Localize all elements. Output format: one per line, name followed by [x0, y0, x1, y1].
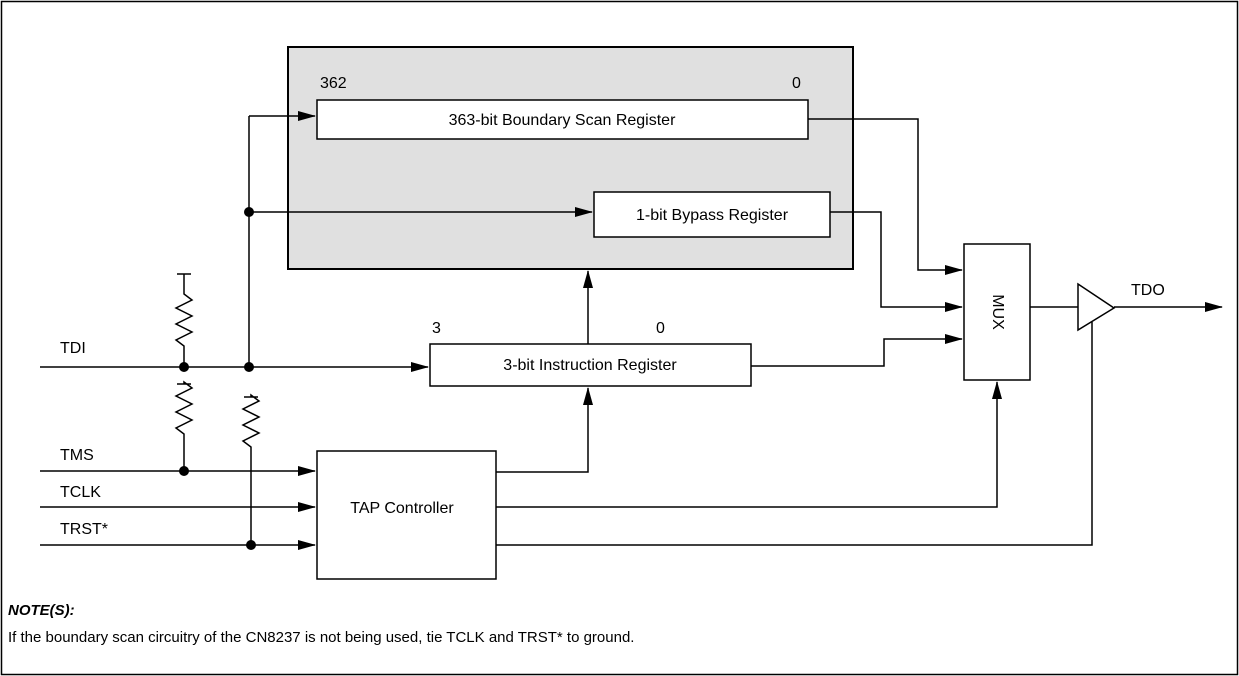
- tdi-label: TDI: [60, 340, 86, 357]
- tap-controller-label: TAP Controller: [350, 500, 454, 517]
- tdo-output-buffer: [1077, 282, 1116, 332]
- instruction-register: [429, 343, 752, 387]
- instruction-register-label: 3-bit Instruction Register: [503, 357, 677, 374]
- tms-label: TMS: [60, 447, 94, 464]
- mux-block: [963, 243, 1031, 381]
- tdi-pullup-junction: [179, 362, 189, 372]
- instruction-lsb-label: 0: [656, 320, 665, 337]
- boundary-to-mux-wire: [808, 118, 963, 275]
- tdi-pullup-resistor: [174, 273, 194, 367]
- boundary-scan-msb-label: 362: [320, 75, 347, 92]
- tclk-label: TCLK: [60, 484, 101, 501]
- tap-to-instruction-wire: [496, 387, 593, 473]
- boundary-scan-register: [316, 99, 809, 140]
- tap-controller-block: [316, 450, 497, 580]
- boundary-scan-lsb-label: 0: [792, 75, 801, 92]
- trst-pullup-resistor: [241, 393, 261, 545]
- boundary-scan-register-label: 363-bit Boundary Scan Register: [449, 112, 676, 129]
- note-title: NOTE(S):: [8, 602, 75, 619]
- bypass-register-label: 1-bit Bypass Register: [636, 207, 789, 224]
- tap-to-mux-wire: [496, 381, 1002, 508]
- instruction-to-mux-wire: [751, 334, 963, 367]
- bypass-register: [593, 191, 831, 238]
- tms-junction: [179, 466, 189, 476]
- bypass-to-mux-wire: [830, 211, 963, 312]
- tdo-label: TDO: [1131, 282, 1165, 299]
- tms-pullup-resistor: [174, 380, 194, 471]
- bypass-branch-junction: [244, 207, 254, 217]
- trst-label: TRST*: [60, 521, 108, 538]
- tap-to-buffer-wire: [496, 322, 1093, 546]
- tdi-branch-junction: [244, 362, 254, 372]
- mux-label: MUX: [989, 294, 1006, 330]
- instruction-msb-label: 3: [432, 320, 441, 337]
- note-text: If the boundary scan circuitry of the CN…: [8, 629, 635, 646]
- trst-junction: [246, 540, 256, 550]
